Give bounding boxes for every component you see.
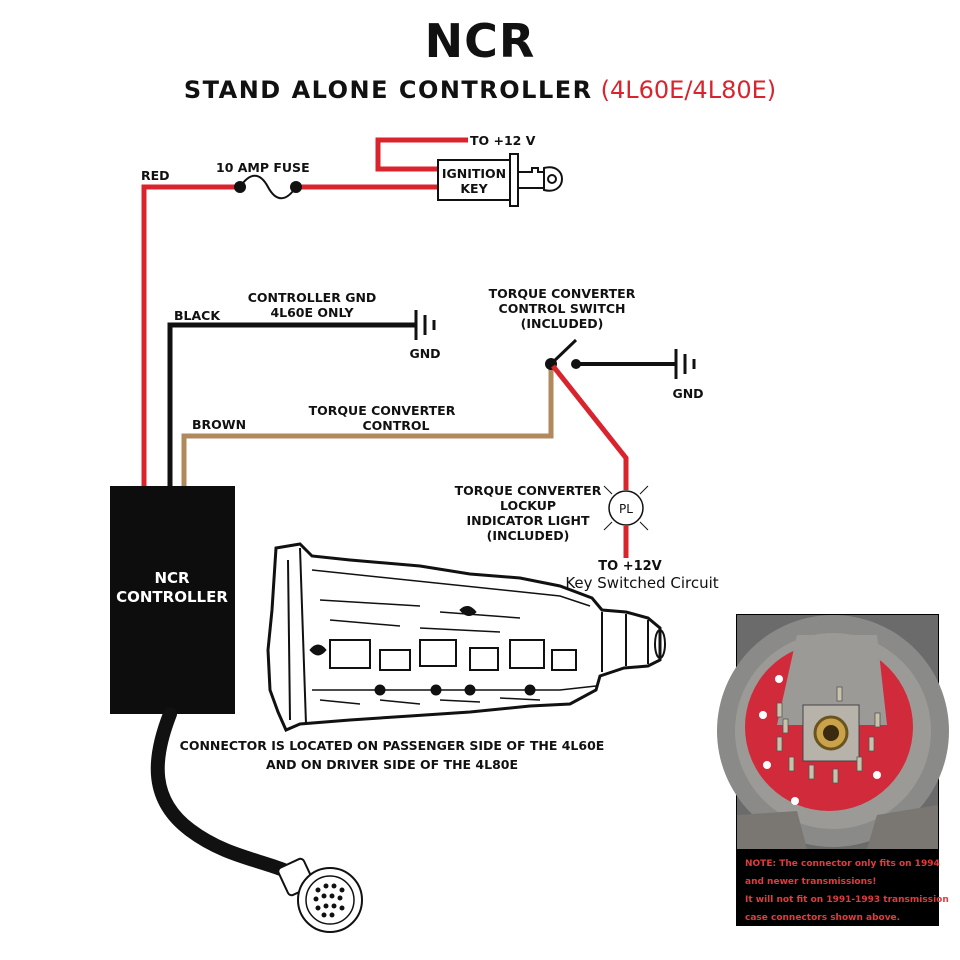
fuse-icon	[239, 174, 297, 200]
connector-photo-illustration	[717, 615, 949, 849]
page-subtitle: STAND ALONE CONTROLLER(4L60E/4L80E)	[0, 76, 960, 104]
tcc-control-label-2: CONTROL	[362, 418, 429, 433]
indicator-label-3: INDICATOR LIGHT	[466, 513, 589, 528]
lamp-label: PL	[619, 502, 633, 516]
gnd-right-label: GND	[672, 386, 703, 401]
tcc-control-label-1: TORQUE CONVERTER	[309, 403, 456, 418]
red-wire-label: RED	[141, 168, 170, 183]
indicator-label-2: LOCKUP	[500, 498, 556, 513]
ground-icon-right	[674, 349, 696, 379]
black-wire-label: BLACK	[174, 308, 221, 323]
black-wire	[167, 322, 416, 486]
ground-icon-left	[414, 310, 436, 340]
key-hole	[547, 174, 557, 184]
connector-photo: NOTE: The connector only fits on 1994 an…	[717, 614, 949, 926]
key-icon	[518, 166, 563, 192]
to-12v-bottom-label: TO +12V	[598, 559, 662, 574]
fuse-label: 10 AMP FUSE	[216, 160, 310, 175]
ignition-key-flange	[509, 153, 519, 207]
red-wire-to-12v-top	[375, 137, 468, 172]
indicator-label-1: TORQUE CONVERTER	[455, 483, 602, 498]
tcc-switch-label-2: CONTROL SWITCH	[499, 301, 626, 316]
red-wire-switch-to-lamp	[551, 364, 629, 490]
to-12v-top-label: TO +12 V	[470, 133, 536, 148]
controller-gnd-label-1: CONTROLLER GND	[248, 290, 377, 305]
photo-note: NOTE: The connector only fits on 1994 an…	[737, 849, 949, 925]
brown-wire-label: BROWN	[192, 417, 246, 432]
connector-note-2: AND ON DRIVER SIDE OF THE 4L80E	[266, 757, 518, 772]
photo-note-line-4: case connectors shown above.	[745, 913, 901, 923]
switch-lever	[549, 338, 578, 366]
controller-label-2: CONTROLLER	[116, 588, 228, 606]
tcc-switch-label-1: TORQUE CONVERTER	[489, 286, 636, 301]
page-title: NCR	[424, 14, 536, 68]
controller-gnd-label-2: 4L60E ONLY	[270, 305, 354, 320]
photo-note-line-2: and newer transmissions!	[745, 877, 877, 887]
subtitle-main: STAND ALONE CONTROLLER	[183, 76, 593, 104]
photo-note-line-3: It will not fit on 1991-1993 transmissio…	[745, 895, 949, 905]
indicator-label-4: (INCLUDED)	[487, 528, 570, 543]
subtitle-models: (4L60E/4L80E)	[600, 76, 777, 104]
indicator-lamp-icon	[603, 485, 649, 531]
ignition-key-label-1: IGNITION	[442, 166, 506, 181]
connector-note-1: CONNECTOR IS LOCATED ON PASSENGER SIDE O…	[180, 738, 605, 753]
tcc-switch-label-3: (INCLUDED)	[521, 316, 604, 331]
key-switched-label: Key Switched Circuit	[565, 574, 718, 592]
ignition-key-label-2: KEY	[460, 181, 488, 196]
brown-wire	[181, 364, 554, 486]
controller-label-1: NCR	[154, 569, 190, 587]
transmission-illustration	[266, 542, 666, 732]
harness-cable	[150, 707, 307, 885]
harness-connector-icon	[277, 857, 363, 933]
gnd-left-label: GND	[409, 346, 440, 361]
ignition-key-box	[437, 159, 511, 201]
photo-note-line-1: NOTE: The connector only fits on 1994	[745, 859, 940, 869]
red-wire	[141, 184, 238, 486]
ncr-controller-box	[110, 486, 235, 714]
